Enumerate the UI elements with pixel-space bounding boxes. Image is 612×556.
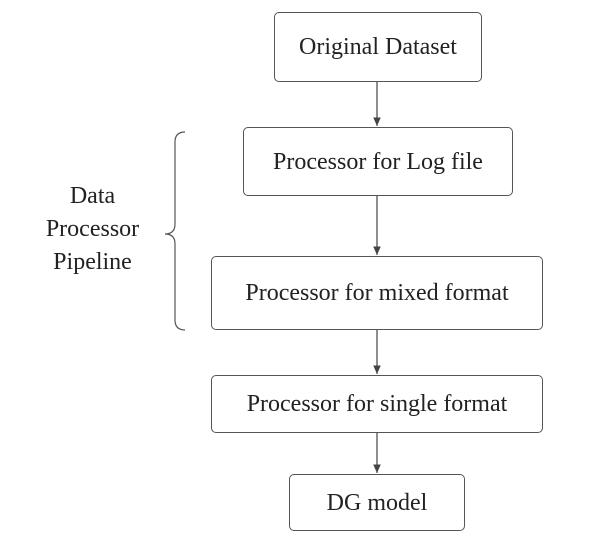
node-processor-mixed-format-label: Processor for mixed format [245, 280, 509, 306]
node-processor-single-format: Processor for single format [211, 375, 543, 433]
node-processor-mixed-format: Processor for mixed format [211, 256, 543, 330]
group-label: Data Processor Pipeline [20, 180, 165, 279]
group-label-line-2: Processor [45, 216, 140, 242]
node-processor-log-file-label: Processor for Log file [273, 148, 483, 175]
node-dg-model-label: DG model [326, 489, 428, 516]
node-original-dataset: Original Dataset [274, 12, 482, 82]
node-processor-log-file: Processor for Log file [243, 127, 513, 196]
node-processor-single-format-label: Processor for single format [246, 391, 508, 417]
group-label-line-3: Pipeline [53, 249, 132, 275]
node-dg-model: DG model [289, 474, 465, 531]
node-original-dataset-label: Original Dataset [299, 34, 457, 60]
group-label-line-1: Data [69, 183, 116, 209]
